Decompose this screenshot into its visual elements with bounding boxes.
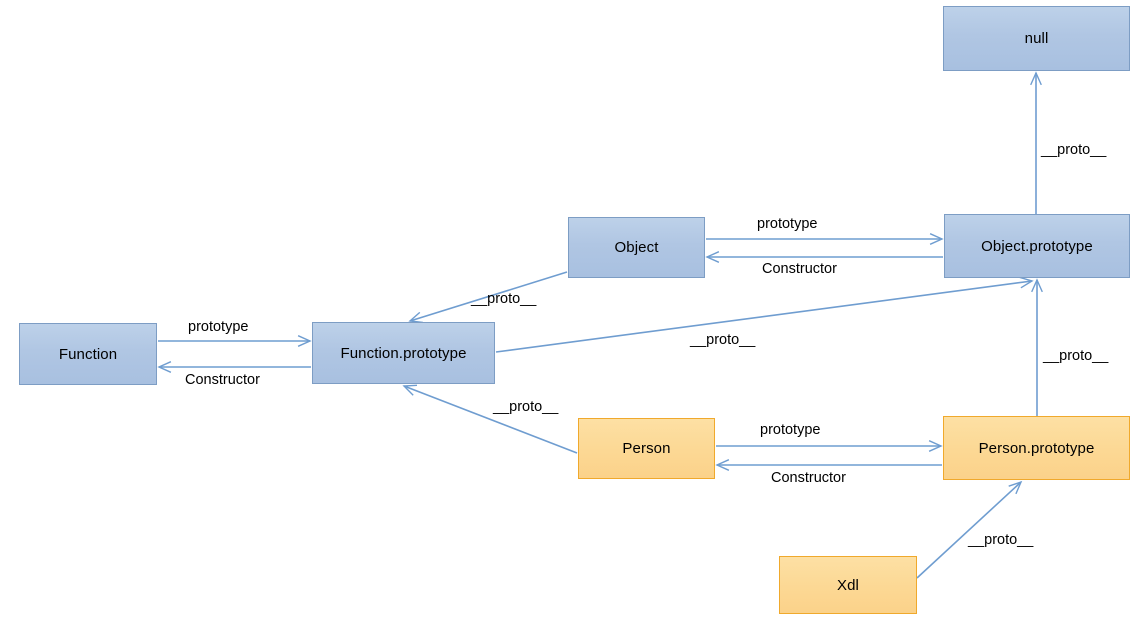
label-object-prototype-to-object: Constructor xyxy=(762,261,837,277)
arrowhead-icon xyxy=(402,384,418,396)
edge-object-to-object-prototype xyxy=(706,233,944,245)
node-label: Function xyxy=(58,345,118,363)
arrowhead-icon xyxy=(1031,278,1043,293)
edge-function-prototype-to-function xyxy=(157,361,311,373)
node-null[interactable]: null xyxy=(943,6,1130,71)
node-function_prototype[interactable]: Function.prototype xyxy=(312,322,495,384)
edge-line xyxy=(403,385,578,454)
node-label: Object.prototype xyxy=(981,237,1093,255)
arrowhead-icon xyxy=(1019,276,1034,289)
arrowhead-icon xyxy=(1008,480,1023,495)
edge-object-prototype-to-null xyxy=(1030,71,1042,214)
arrowhead-icon xyxy=(705,251,720,263)
edge-line xyxy=(409,271,568,322)
edge-person-prototype-to-object-prototype xyxy=(1031,278,1043,416)
label-function-to-function-prototype: prototype xyxy=(188,319,249,335)
node-person_prototype[interactable]: Person.prototype xyxy=(943,416,1130,480)
arrowhead-icon xyxy=(157,361,172,373)
edge-function-prototype-to-object-prototype xyxy=(495,276,1034,353)
arrowhead-icon xyxy=(929,233,944,245)
edge-person-to-function-prototype xyxy=(402,384,578,454)
node-object_prototype[interactable]: Object.prototype xyxy=(944,214,1130,278)
edge-person-prototype-to-person xyxy=(715,459,942,471)
label-person-prototype-to-person: Constructor xyxy=(771,470,846,486)
label-function-prototype-to-function: Constructor xyxy=(185,372,260,388)
arrowhead-icon xyxy=(715,459,730,471)
label-person-to-person-prototype: prototype xyxy=(760,422,821,438)
label-function-prototype-to-object-prototype: __proto__ xyxy=(690,332,756,348)
node-label: Function.prototype xyxy=(340,344,467,362)
edge-function-to-function-prototype xyxy=(158,335,312,347)
node-label: null xyxy=(1024,30,1049,47)
label-person-prototype-to-object-prototype: __proto__ xyxy=(1043,348,1109,364)
label-object-to-function-prototype: __proto__ xyxy=(471,291,537,307)
edge-xdl-to-person-prototype xyxy=(916,480,1023,579)
node-label: Person xyxy=(622,440,671,457)
edge-object-prototype-to-object xyxy=(705,251,943,263)
node-function[interactable]: Function xyxy=(19,323,157,385)
node-xdl[interactable]: Xdl xyxy=(779,556,917,614)
edge-line xyxy=(916,481,1022,579)
node-label: Object xyxy=(614,239,659,256)
arrowhead-icon xyxy=(297,335,312,347)
node-label: Person.prototype xyxy=(978,439,1095,457)
arrowhead-icon xyxy=(928,440,943,452)
arrowhead-icon xyxy=(1030,71,1042,86)
label-xdl-to-person-prototype: __proto__ xyxy=(968,532,1034,548)
edge-line xyxy=(495,280,1033,353)
label-person-to-function-prototype: __proto__ xyxy=(493,399,559,415)
edge-person-to-person-prototype xyxy=(716,440,943,452)
node-label: Xdl xyxy=(837,576,859,594)
node-person[interactable]: Person xyxy=(578,418,715,479)
label-object-to-object-prototype: prototype xyxy=(757,216,818,232)
node-object[interactable]: Object xyxy=(568,217,705,278)
label-object-prototype-to-null: __proto__ xyxy=(1041,142,1107,158)
